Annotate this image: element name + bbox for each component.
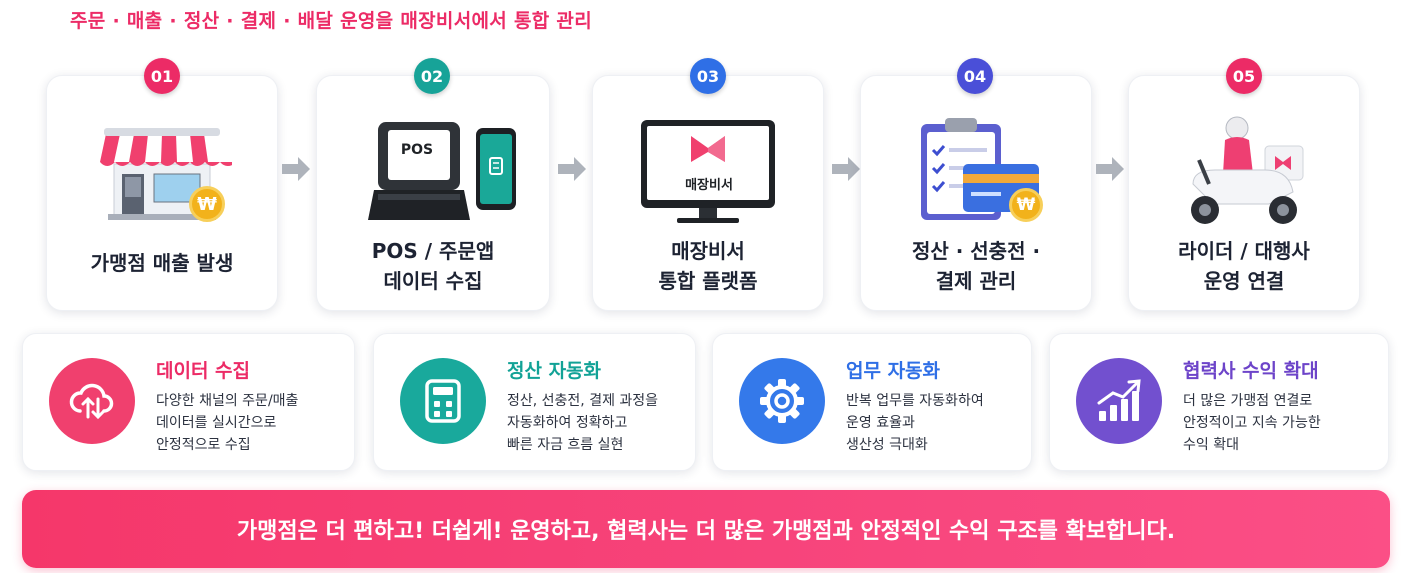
headline: 주문 · 매출 · 정산 · 결제 · 배달 운영을 매장비서에서 통합 관리: [70, 10, 592, 32]
step-card-04: ₩ 정산 · 선충전 · 결제 관리: [860, 75, 1092, 311]
feature-description: 반복 업무를 자동화하여 운영 효율과 생산성 극대화: [846, 393, 984, 453]
arrow-right-icon: [558, 157, 586, 181]
step-label-03: 매장비서 통합 플랫폼: [658, 239, 758, 293]
step-card-05: 라이더 / 대행사 운영 연결: [1128, 75, 1360, 311]
arrow-right-icon: [282, 157, 310, 181]
step-label-02: POS / 주문앱 데이터 수집: [371, 239, 495, 293]
pos-terminal-icon: [368, 122, 516, 220]
step-card-01: ₩ 가맹점 매출 발생: [46, 75, 278, 311]
arrow-right-icon: [1096, 157, 1124, 181]
gear-icon: [739, 358, 825, 444]
feature-title: 데이터 수집: [156, 360, 251, 382]
monitor-icon: [641, 120, 775, 223]
feature-title: 협력사 수익 확대: [1183, 360, 1319, 382]
summary-banner: 가맹점은 더 편하고! 더쉽게! 운영하고, 협력사는 더 많은 가맹점과 안정…: [22, 490, 1390, 568]
feature-card-settlement-automation: 정산 자동화 정산, 선충전, 결제 과정을 자동화하여 정확하고 빠른 자금 …: [373, 333, 696, 471]
feature-card-work-automation: 업무 자동화 반복 업무를 자동화하여 운영 효율과 생산성 극대화: [712, 333, 1032, 471]
arrow-right-icon: [832, 157, 860, 181]
feature-title: 정산 자동화: [507, 360, 602, 382]
banner-text: 가맹점은 더 편하고! 더쉽게! 운영하고, 협력사는 더 많은 가맹점과 안정…: [236, 519, 1176, 544]
step-badge-01: 01: [144, 58, 180, 94]
feature-title: 업무 자동화: [846, 360, 941, 382]
monitor-screen-text: 매장비서: [685, 178, 733, 193]
storefront-icon: [100, 128, 232, 220]
growth-chart-icon: [1076, 358, 1162, 444]
feature-description: 정산, 선충전, 결제 과정을 자동화하여 정확하고 빠른 자금 흐름 실현: [507, 393, 659, 453]
cloud-sync-icon: [49, 358, 135, 444]
step-label-04: 정산 · 선충전 · 결제 관리: [911, 239, 1041, 293]
step-badge-03: 03: [690, 58, 726, 94]
coin-icon: ₩: [189, 186, 225, 222]
step-card-03: 매장비서 매장비서 통합 플랫폼: [592, 75, 824, 311]
feature-card-data-collection: 데이터 수집 다양한 채널의 주문/매출 데이터를 실시간으로 안정적으로 수집: [22, 333, 355, 471]
step-badge-05: 05: [1226, 58, 1262, 94]
feature-description: 더 많은 가맹점 연결로 안정적이고 지속 가능한 수익 확대: [1183, 393, 1321, 453]
pos-screen-text: POS: [400, 142, 434, 158]
step-badge-02: 02: [414, 58, 450, 94]
step-label-01: 가맹점 매출 발생: [90, 251, 234, 275]
feature-description: 다양한 채널의 주문/매출 데이터를 실시간으로 안정적으로 수집: [156, 393, 299, 453]
delivery-scooter-icon: [1191, 116, 1304, 224]
calculator-icon: [400, 358, 486, 444]
step-card-02: POS POS / 주문앱 데이터 수집: [316, 75, 550, 311]
feature-card-partner-revenue: 협력사 수익 확대 더 많은 가맹점 연결로 안정적이고 지속 가능한 수익 확…: [1049, 333, 1389, 471]
coin-icon: ₩: [1009, 188, 1043, 222]
step-badge-04: 04: [957, 58, 993, 94]
step-label-05: 라이더 / 대행사 운영 연결: [1178, 239, 1310, 293]
